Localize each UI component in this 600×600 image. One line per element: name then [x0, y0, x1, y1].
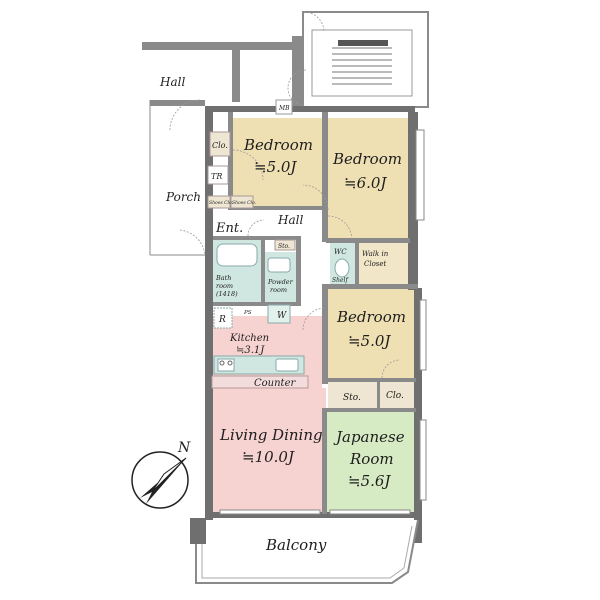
bath-storage: [274, 239, 296, 251]
north-label: N: [177, 440, 191, 456]
walkin-label-line2: Closet: [364, 260, 387, 268]
bedroom-2-fill: [328, 118, 408, 240]
entrance-label: Ent.: [215, 221, 243, 236]
washer-label: W: [277, 311, 287, 321]
counter-bar: [211, 375, 309, 389]
common-corridor: [142, 36, 302, 256]
walkin-label-line1: Walk in: [362, 250, 389, 258]
wc-label: WC: [334, 248, 347, 256]
japanese-room-area: ≒5.6J: [348, 472, 391, 490]
japanese-room-line2: Room: [349, 450, 394, 468]
shoe-closet-1: [207, 195, 231, 209]
washer-box: [267, 304, 291, 324]
storage-fill: [328, 382, 378, 410]
kitchen-name: Kitchen: [229, 333, 269, 344]
compass-ring: [131, 451, 189, 509]
counter-label: Counter: [254, 378, 296, 389]
bedroom-2-area: ≒6.0J: [344, 174, 387, 192]
powder-label-line1: Powder: [267, 278, 294, 286]
corridor-wall-top: [142, 42, 292, 50]
bedroom-3-fill: [328, 288, 416, 380]
labels: Hall Hall Porch Ent. Clo. TR MB Shoes Cl…: [159, 75, 406, 554]
bedroom-1-area: ≒5.0J: [254, 158, 297, 176]
living-dining-area: ≒10.0J: [242, 448, 295, 466]
bedroom-3-name: Bedroom: [336, 308, 406, 326]
walkin-closet-fill: [358, 243, 408, 285]
fridge-space: [213, 307, 233, 329]
porch-top-wall: [150, 100, 205, 106]
hall-outside-label: Hall: [159, 75, 185, 89]
entrance-closet-label: Clo.: [212, 141, 228, 150]
japanese-room-fill: [326, 412, 416, 512]
shoe-closet-2: [230, 195, 254, 209]
shoe-closet-1-label: Shoes Clo.: [209, 200, 234, 206]
bedroom-2-name: Bedroom: [332, 150, 402, 168]
powder-sink: [267, 257, 291, 273]
ent-wall-post: [232, 42, 240, 102]
bath-storage-label: Sto.: [278, 243, 290, 250]
stair-inner: [311, 29, 413, 97]
bedroom-1-name: Bedroom: [243, 136, 313, 154]
north-compass: N: [131, 440, 191, 509]
bath-label-line2: room: [216, 282, 233, 290]
tr-box: [207, 165, 229, 185]
kitchen-sink: [275, 358, 299, 372]
porch-label: Porch: [165, 190, 201, 204]
stair-rail: [338, 40, 388, 46]
hall-inside-label: Hall: [277, 213, 303, 227]
kitchen-area: ≒3.1J: [236, 345, 265, 356]
corridor-wall-post: [292, 36, 302, 106]
bath-label-line1: Bath: [215, 274, 231, 282]
balcony-label: Balcony: [265, 536, 327, 554]
bath-label-line3: (1418): [216, 290, 238, 298]
staircase: [287, 11, 429, 108]
closet-label: Clo.: [386, 391, 404, 401]
interior-walls: [205, 106, 422, 543]
windows: [219, 129, 427, 515]
bedroom-1-fill: [232, 118, 324, 208]
bathtub: [216, 243, 258, 267]
mb-label: MB: [278, 105, 290, 112]
bedroom-3-area: ≒5.0J: [348, 332, 391, 350]
tr-label: TR: [211, 172, 222, 181]
mb-box: [275, 99, 293, 115]
toilet: [334, 258, 350, 278]
balcony: [190, 518, 419, 584]
living-dining-name: Living Dining: [219, 426, 323, 444]
balcony-outline: [195, 519, 419, 584]
stove: [217, 358, 235, 372]
shoe-closet-2-label: Shoes Clo.: [232, 200, 257, 206]
powder-label-line2: room: [270, 286, 287, 294]
stair-door-swing: [303, 11, 325, 33]
fixtures: [207, 99, 350, 389]
shelf-label: Shelf: [332, 277, 349, 284]
door-swings: [169, 99, 401, 379]
stair-door-swing-2: [287, 69, 307, 107]
closet-fill: [380, 382, 414, 410]
japanese-room-line1: Japanese: [333, 428, 405, 446]
storage-label: Sto.: [343, 393, 361, 403]
fridge-label: R: [218, 315, 226, 325]
entrance-closet: [209, 131, 231, 157]
ps-label: PS: [243, 310, 252, 316]
